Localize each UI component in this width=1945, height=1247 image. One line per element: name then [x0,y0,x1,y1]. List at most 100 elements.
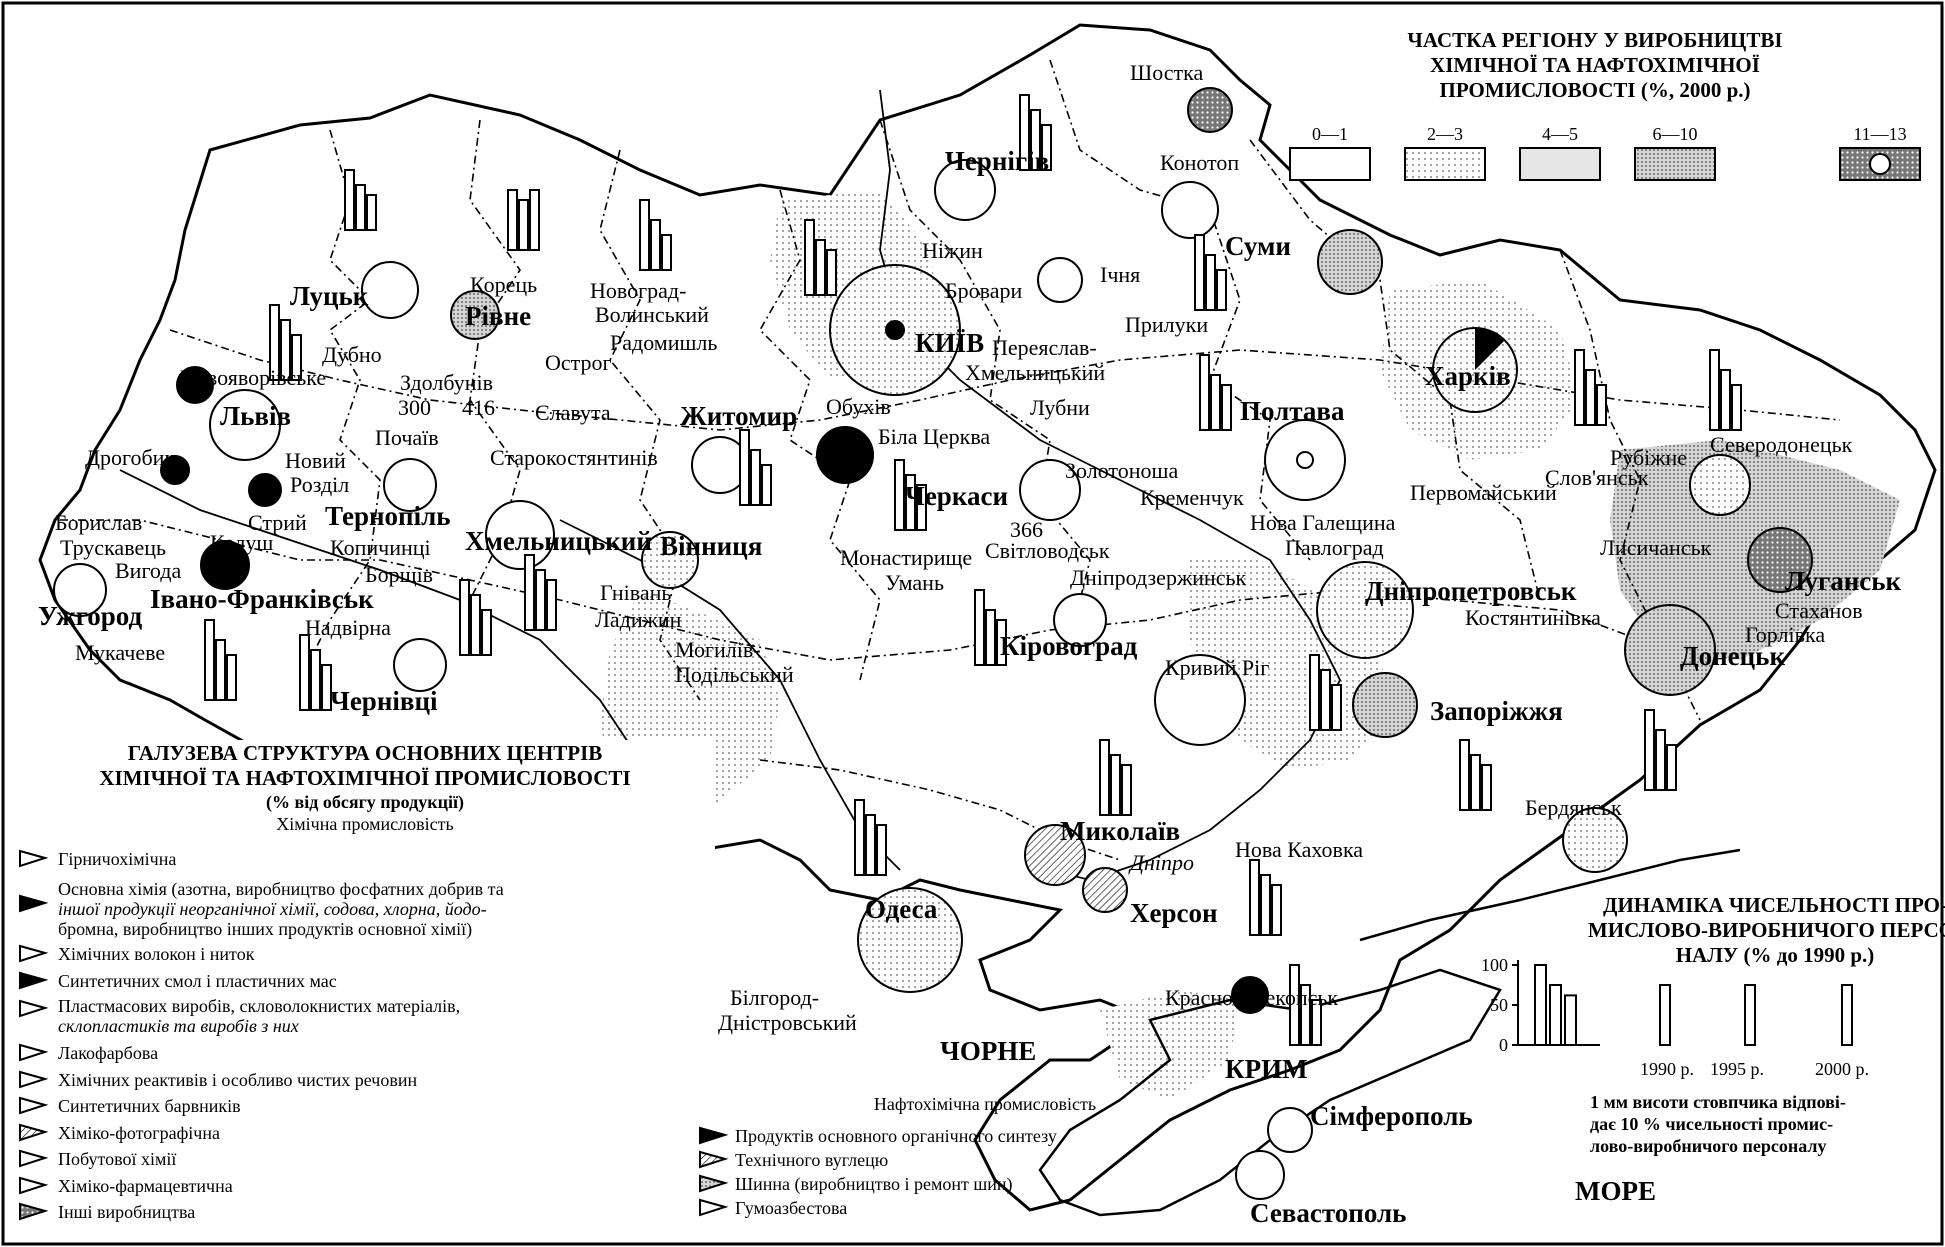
label-kryvyi-rih: Кривий Ріг [1165,655,1269,680]
label-ternopil: Тернопіль [325,501,451,531]
legend-dyn-title-1: ДИНАМІКА ЧИСЕЛЬНОСТІ ПРО- [1603,893,1945,917]
khmelnytskyi-circle [485,500,555,570]
cherkasy-circle [1019,459,1081,521]
mykolaiv-circle [1024,824,1086,886]
legend-chem-2c: бромна, виробництво інших продуктів осно… [58,919,472,940]
legend-share-swatch-1 [1289,147,1371,181]
legend-sym-11 [19,1176,49,1195]
lviv-circle [209,389,281,461]
legend-sym-2 [19,894,49,913]
legend-dyn-year-1990: 1990 р. [1640,1059,1694,1079]
legend-share-class-4-label: 6—10 [1653,124,1698,144]
city-symbols [53,87,1813,1200]
bar-glyph-chernihiv [1019,94,1052,171]
label-pervomaiskyi: Первомайський [1410,480,1557,505]
legend-chem-3: Хімічних волокон і ниток [58,944,255,964]
legend-dyn-bar-2 [1564,994,1577,1047]
label-mohyliv-2: Подільський [675,662,794,687]
bar-glyph-crimea [1289,964,1322,1046]
label-pereiaslav-1: Переяслав- [992,335,1097,360]
label-pochaiv: Почаїв [375,425,439,450]
label-crimea: КРИМ [1225,1054,1308,1084]
label-dnipropetrovsk: Дніпропетровськ [1365,576,1577,606]
label-pryluky: Прилуки [1125,312,1208,337]
bar-glyph-ternopil [459,579,492,656]
label-zdolbuniv: Здолбунів [400,370,493,395]
label-khmelnytskyi: Хмельницький [465,526,652,556]
label-nadvirna: Надвірна [305,615,391,640]
label-berdiansk: Бердянськ [1525,795,1622,820]
label-donetsk: Донецьк [1680,641,1785,671]
bar-glyph-zhytomyr [639,199,672,271]
legend-dyn-tick-50: 50 [1490,995,1508,1015]
label-black-sea-2: МОРЕ [1575,1176,1656,1206]
label-pavlohrad: Павлоград [1285,535,1384,560]
label-rubizhne: Рубіжне [1610,445,1687,470]
legend-sym-5 [19,999,49,1018]
dnipropetrovsk-circle [1316,561,1414,659]
label-korets: Корець [470,272,537,297]
label-simferopol: Сімферополь [1310,1101,1473,1131]
bar-glyph-donetsk [1644,709,1677,791]
label-mykolaiv: Миколаїв [1060,816,1180,846]
bar-glyph-zakarpattia [204,619,237,701]
legend-dyn-bar-0 [1534,964,1547,1046]
legend-share-title-3: ПРОМИСЛОВОСТІ (%, 2000 р.) [1439,78,1750,102]
legend-chem-4: Синтетичних смол і пластичних мас [58,971,337,991]
label-krasnoperekopsk: Красноперекопськ [1165,985,1338,1010]
legend-sym-9 [19,1123,49,1142]
bar-glyph-kherson [1249,859,1282,936]
label-sievierodonetsk: Северодонецьк [1710,432,1853,457]
legend-sym-6 [19,1043,49,1062]
legend-chem-7: Хімічних реактивів і особливо чистих реч… [58,1070,417,1090]
bila-tserkva-circle [816,426,874,484]
krasnoperekopsk-circle [1231,976,1269,1014]
city-labels: КИЇВ Львів Харків Дніпропетровськ Запорі… [38,60,1902,1228]
legend-chem-6: Лакофарбова [58,1043,158,1063]
legend-share-class-2-label: 2—3 [1427,124,1463,144]
legend-structure-title-1: ГАЛУЗЕВА СТРУКТУРА ОСНОВНИХ ЦЕНТРІВ [128,741,603,765]
kherson-circle [1082,867,1128,913]
legend-dyn-sample-2000 [1841,984,1853,1046]
label-chernihiv: Чернігів [945,146,1049,176]
legend-petro-4: Гумоазбестова [735,1198,847,1218]
label-lviv: Львів [220,401,291,431]
label-ladyzhyn: Ладижин [595,607,682,632]
legend-chem-10: Побутової хімії [58,1149,176,1169]
azov-coast [1359,848,1741,942]
legend-chem-1: Гірничохімічна [58,849,176,869]
bar-glyph-khmelnytskyi [524,554,557,631]
legend-structure-title-3: (% від обсягу продукції) [266,792,464,813]
legend-share-class-1-label: 0—1 [1312,124,1348,144]
bar-glyphs [204,94,1742,1046]
legend-share-swatch-5-circle [1869,153,1891,175]
label-dnipro-river: Дніпро [1128,850,1194,875]
label-stakhanov: Стаханов [1775,598,1863,623]
legend-chem-2a: Основна хімія (азотна, виробництво фосфа… [58,879,504,900]
label-obukhiv: Обухів [826,394,891,419]
legend-share-title-1: ЧАСТКА РЕГІОНУ У ВИРОБНИЦТВІ [1407,28,1782,52]
label-shostka: Шостка [1130,60,1203,85]
label-horlivka: Горлівка [1745,622,1825,647]
bar-glyph-chernivtsi [299,634,332,711]
label-ichnia: Ічня [1100,262,1140,287]
label-poltava: Полтава [1240,396,1345,426]
simferopol-circle [1267,1107,1313,1153]
legend-petro-3: Шинна (виробництво і ремонт шин) [735,1174,1012,1195]
label-kopychyntsi: Копичинці [330,535,431,560]
label-ivano-frankivsk: Івано-Франківськ [150,584,374,614]
bar-glyph-poltava [1199,354,1232,431]
kharkiv-sector [1475,327,1505,370]
shostka-circle [1187,87,1233,133]
label-vinnytsia: Вінниця [660,531,762,561]
label-dniprodzerzhynsk: Дніпродзержинськ [1070,565,1246,590]
legend-chem-9: Хіміко-фотографічна [58,1123,220,1143]
chernivtsi-circle [393,638,447,692]
label-novohrad-2: Волинський [595,302,709,327]
label-zolotonosha: Золотоноша [1065,458,1178,483]
poltava-circle [1264,419,1346,501]
bar-glyph-mykolaiv [1099,739,1132,816]
legend-petro-sym-1 [699,1126,729,1145]
label-svitlovodsk: Світловодськ [985,538,1110,563]
label-borshchiv: Борщів [365,562,433,587]
